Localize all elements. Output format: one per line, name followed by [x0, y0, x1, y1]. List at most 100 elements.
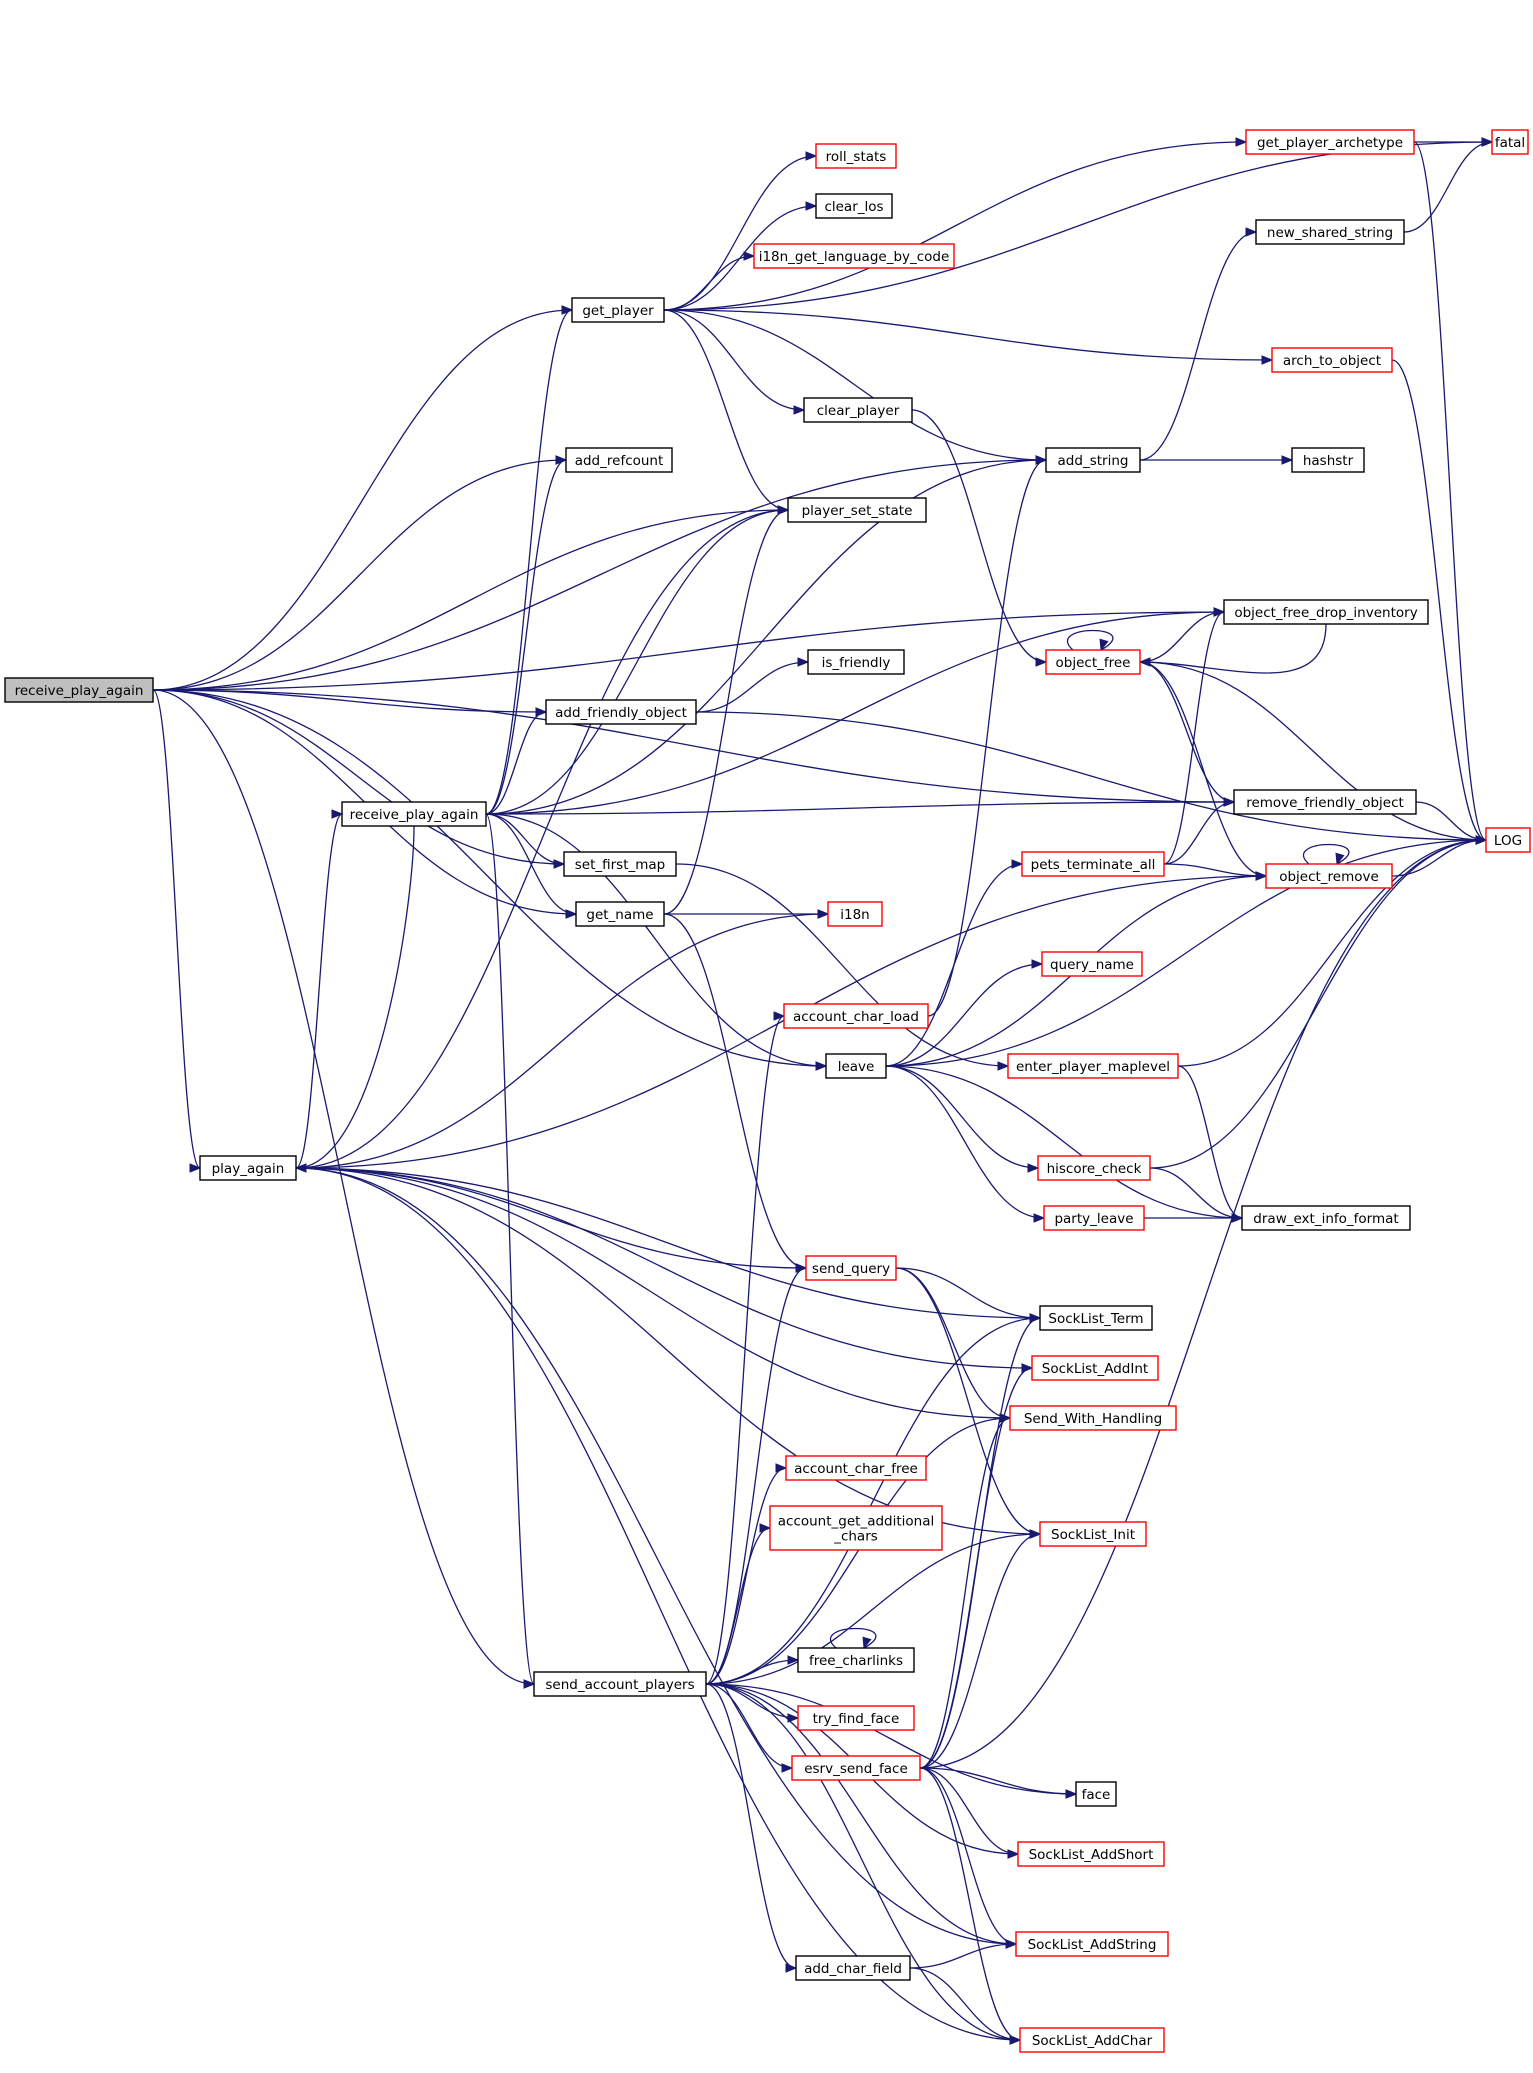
edge-esrv_send_face-to-Send_With_Handling	[919, 1417, 1011, 1769]
arrow-head-add_string	[1035, 455, 1048, 465]
node-SockList_AddChar[interactable]: SockList_AddChar	[1019, 2027, 1165, 2053]
node-box	[1031, 1355, 1159, 1381]
node-account_char_free[interactable]: account_char_free	[785, 1455, 927, 1481]
edge-get_player-to-add_string	[663, 309, 1047, 461]
node-label: send_account_players	[545, 1677, 694, 1693]
node-SockList_AddString[interactable]: SockList_AddString	[1015, 1931, 1169, 1957]
node-box	[791, 1755, 921, 1781]
node-set_first_map[interactable]: set_first_map	[563, 851, 677, 877]
node-label: object_free	[1056, 655, 1131, 671]
node-label: arch_to_object	[1283, 353, 1381, 369]
arrow-head-i18n_get_language_by_code	[743, 251, 756, 261]
node-add_string[interactable]: add_string	[1045, 447, 1141, 473]
edge-send_query-to-Send_With_Handling	[895, 1267, 1011, 1419]
node-fatal[interactable]: fatal	[1491, 129, 1529, 155]
edge-play_again-to-player_set_state	[295, 509, 789, 1169]
node-clear_los[interactable]: clear_los	[815, 193, 893, 219]
node-SockList_AddShort[interactable]: SockList_AddShort	[1017, 1841, 1165, 1867]
node-get_player[interactable]: get_player	[571, 297, 665, 323]
node-arch_to_object[interactable]: arch_to_object	[1271, 347, 1393, 373]
node-receive_play_again2[interactable]: receive_play_again	[341, 801, 487, 827]
edge-receive_play_again2-to-remove_friendly_object	[485, 801, 1235, 815]
node-label: account_char_load	[793, 1009, 919, 1025]
node-send_account_players[interactable]: send_account_players	[533, 1671, 707, 1697]
edge-leave-to-pets_terminate_all	[885, 863, 1023, 1067]
node-LOG[interactable]: LOG	[1485, 827, 1531, 853]
node-object_free[interactable]: object_free	[1045, 649, 1141, 675]
arrow-head-query_name	[1031, 959, 1044, 969]
edge-hiscore_check-to-LOG	[1149, 839, 1487, 1169]
arrow-head-free_charlinks	[787, 1655, 800, 1665]
node-add_refcount[interactable]: add_refcount	[565, 447, 673, 473]
node-player_set_state[interactable]: player_set_state	[787, 497, 927, 523]
edge-add_string-to-new_shared_string	[1139, 231, 1257, 461]
node-send_query[interactable]: send_query	[805, 1255, 897, 1281]
node-label: is_friendly	[822, 655, 891, 671]
node-SockList_Term[interactable]: SockList_Term	[1039, 1305, 1153, 1331]
node-box	[797, 1705, 915, 1731]
node-root[interactable]: receive_play_again	[4, 677, 154, 703]
node-clear_player[interactable]: clear_player	[803, 397, 913, 423]
node-hiscore_check[interactable]: hiscore_check	[1037, 1155, 1151, 1181]
node-try_find_face[interactable]: try_find_face	[797, 1705, 915, 1731]
node-label: send_query	[812, 1261, 890, 1277]
edge-receive_play_again2-to-add_friendly_object	[485, 711, 547, 815]
node-new_shared_string[interactable]: new_shared_string	[1255, 219, 1405, 245]
node-SockList_AddInt[interactable]: SockList_AddInt	[1031, 1355, 1159, 1381]
node-hashstr[interactable]: hashstr	[1291, 447, 1365, 473]
node-account_get_additional_chars[interactable]: account_get_additional_chars	[769, 1505, 943, 1551]
node-enter_player_maplevel[interactable]: enter_player_maplevel	[1007, 1053, 1179, 1079]
node-label: get_player	[582, 303, 654, 319]
node-object_free_drop_inventory[interactable]: object_free_drop_inventory	[1223, 599, 1429, 625]
edge-enter_player_maplevel-to-draw_ext_info_format	[1177, 1065, 1243, 1219]
node-account_char_load[interactable]: account_char_load	[783, 1003, 929, 1029]
node-add_friendly_object[interactable]: add_friendly_object	[545, 699, 697, 725]
node-label: add_refcount	[575, 453, 664, 469]
node-label: enter_player_maplevel	[1016, 1059, 1170, 1075]
node-play_again[interactable]: play_again	[199, 1155, 297, 1181]
node-box	[807, 649, 905, 675]
edges-layer	[152, 137, 1494, 2045]
node-object_remove[interactable]: object_remove	[1265, 863, 1393, 889]
node-box	[815, 193, 893, 219]
edge-root-to-remove_friendly_object	[152, 689, 1235, 803]
node-remove_friendly_object[interactable]: remove_friendly_object	[1233, 789, 1417, 815]
node-box	[1075, 1781, 1117, 1807]
node-box	[565, 447, 673, 473]
node-query_name[interactable]: query_name	[1041, 951, 1143, 977]
edge-get_player-to-get_player_archetype	[663, 141, 1247, 311]
node-free_charlinks[interactable]: free_charlinks	[797, 1647, 915, 1673]
edge-esrv_send_face-to-SockList_AddString	[919, 1767, 1017, 1945]
node-pets_terminate_all[interactable]: pets_terminate_all	[1021, 851, 1165, 877]
node-box	[815, 143, 897, 169]
node-leave[interactable]: leave	[825, 1053, 887, 1079]
node-roll_stats[interactable]: roll_stats	[815, 143, 897, 169]
edge-play_again-to-i18n	[295, 913, 829, 1169]
edge-arch_to_object-to-LOG	[1391, 359, 1487, 841]
node-i18n_get_language_by_code[interactable]: i18n_get_language_by_code	[753, 243, 955, 269]
node-label: leave	[838, 1059, 875, 1075]
node-esrv_send_face[interactable]: esrv_send_face	[791, 1755, 921, 1781]
edge-send_account_players-to-SockList_AddString	[705, 1683, 1017, 1945]
node-label: esrv_send_face	[804, 1761, 908, 1777]
node-get_name[interactable]: get_name	[575, 901, 665, 927]
node-i18n[interactable]: i18n	[827, 901, 883, 927]
node-box	[805, 1255, 897, 1281]
node-is_friendly[interactable]: is_friendly	[807, 649, 905, 675]
node-SockList_Init[interactable]: SockList_Init	[1039, 1521, 1147, 1547]
node-get_player_archetype[interactable]: get_player_archetype	[1245, 129, 1415, 155]
node-add_char_field[interactable]: add_char_field	[795, 1955, 911, 1981]
node-Send_With_Handling[interactable]: Send_With_Handling	[1009, 1405, 1177, 1431]
node-draw_ext_info_format[interactable]: draw_ext_info_format	[1241, 1205, 1411, 1231]
edge-get_player-to-clear_player	[663, 309, 805, 411]
node-party_leave[interactable]: party_leave	[1043, 1205, 1145, 1231]
node-box	[1265, 863, 1393, 889]
node-face[interactable]: face	[1075, 1781, 1117, 1807]
edge-get_name-to-player_set_state	[663, 509, 789, 915]
edge-send_account_players-to-account_char_free	[705, 1467, 787, 1685]
node-box	[1041, 951, 1143, 977]
node-box	[825, 1053, 887, 1079]
arrow-head-send_query	[795, 1263, 808, 1273]
node-box	[1019, 2027, 1165, 2053]
